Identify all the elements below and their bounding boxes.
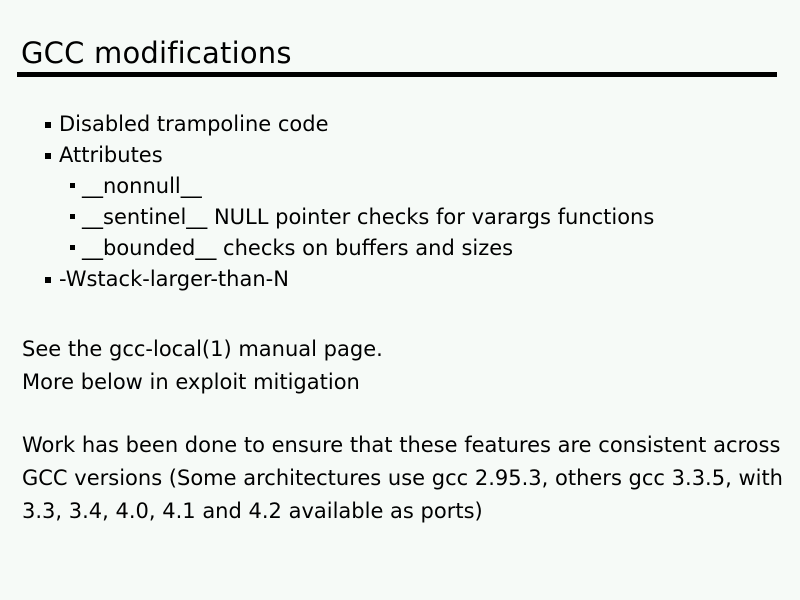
- square-bullet-icon: [70, 183, 75, 188]
- note-paragraph: See the gcc-local(1) manual page. More b…: [22, 333, 758, 398]
- note-line: More below in exploit mitigation: [22, 369, 360, 394]
- list-item: Attributes: [0, 141, 800, 172]
- list-item: __sentinel__ NULL pointer checks for var…: [0, 203, 800, 234]
- list-item-label: Attributes: [59, 143, 163, 167]
- list-item: -Wstack-larger-than-N: [0, 265, 800, 296]
- note-line: See the gcc-local(1) manual page.: [22, 337, 383, 361]
- summary-line: Work has been done to ensure that these …: [22, 433, 781, 457]
- list-item: __nonnull__: [0, 172, 800, 203]
- square-bullet-icon: [70, 214, 75, 219]
- title-underline-rule: [17, 72, 777, 77]
- summary-paragraph: Work has been done to ensure that these …: [22, 429, 783, 528]
- list-item-label: __nonnull__: [82, 174, 202, 198]
- square-bullet-icon: [70, 245, 75, 250]
- summary-line: 3.3, 3.4, 4.0, 4.1 and 4.2 available as …: [22, 499, 483, 523]
- summary-line: GCC versions (Some architectures use gcc…: [22, 466, 783, 490]
- square-bullet-icon: [45, 153, 51, 159]
- square-bullet-icon: [45, 277, 51, 283]
- square-bullet-icon: [45, 122, 51, 128]
- list-item-label: Disabled trampoline code: [59, 112, 329, 136]
- list-item: __bounded__ checks on buffers and sizes: [0, 234, 800, 265]
- list-item-label: __sentinel__ NULL pointer checks for var…: [82, 205, 655, 229]
- list-item-label: -Wstack-larger-than-N: [59, 267, 289, 291]
- page-title: GCC modifications: [21, 36, 292, 70]
- list-item-label: __bounded__ checks on buffers and sizes: [82, 236, 514, 260]
- list-item: Disabled trampoline code: [0, 110, 800, 141]
- bullet-list: Disabled trampoline code Attributes __no…: [0, 110, 800, 296]
